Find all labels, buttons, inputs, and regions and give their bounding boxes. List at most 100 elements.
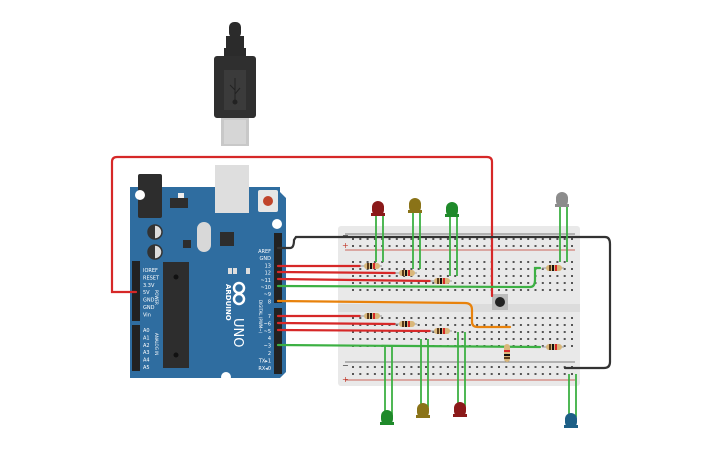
breadboard-hole — [425, 238, 427, 240]
breadboard-hole — [395, 261, 398, 263]
led-bottom-blue[interactable] — [564, 374, 578, 428]
breadboard-hole — [366, 282, 369, 284]
breadboard-hole — [388, 238, 391, 240]
breadboard-hole — [352, 268, 354, 270]
wire-5 — [276, 328, 432, 333]
digital-header-high — [274, 233, 282, 303]
breadboard-hole — [454, 275, 457, 277]
led-bottom-yellow[interactable] — [416, 339, 430, 418]
led-bottom-green[interactable] — [380, 346, 394, 425]
breadboard-hole — [395, 324, 398, 326]
breadboard-hole — [461, 275, 464, 277]
breadboard-hole — [417, 245, 420, 247]
breadboard-hole — [388, 338, 391, 340]
breadboard-hole — [403, 238, 406, 240]
breadboard-hole — [454, 338, 457, 340]
breadboard-hole — [461, 338, 464, 340]
breadboard-hole — [454, 373, 457, 375]
breadboard-hole — [519, 289, 522, 291]
breadboard-hole — [519, 366, 522, 368]
breadboard[interactable]: − + − + — [338, 226, 580, 386]
breadboard-hole — [556, 289, 559, 291]
breadboard-hole — [527, 317, 530, 319]
breadboard-hole — [432, 289, 435, 291]
breadboard-hole — [534, 338, 537, 340]
breadboard-hole — [483, 238, 486, 240]
breadboard-hole — [468, 331, 471, 333]
breadboard-hole — [571, 289, 573, 291]
digital-section-label: DIGITAL (PWM~) — [258, 300, 263, 334]
led-top-green[interactable] — [445, 202, 459, 276]
led-bottom-red[interactable] — [453, 332, 467, 417]
breadboard-hole — [446, 245, 449, 247]
breadboard-hole — [505, 324, 508, 326]
breadboard-hole — [352, 324, 354, 326]
breadboard-hole — [359, 245, 362, 247]
breadboard-hole — [468, 261, 471, 263]
breadboard-hole — [439, 338, 442, 340]
breadboard-hole — [417, 275, 420, 277]
breadboard-hole — [446, 338, 449, 340]
arduino-logo-icon — [232, 281, 246, 306]
resistor[interactable] — [542, 344, 564, 350]
resistor[interactable] — [430, 278, 452, 284]
breadboard-hole — [505, 261, 508, 263]
resistor[interactable] — [360, 263, 382, 269]
breadboard-hole — [571, 275, 573, 277]
breadboard-hole — [359, 275, 362, 277]
led-top-yellow[interactable] — [408, 198, 422, 269]
breadboard-hole — [541, 317, 544, 319]
breadboard-hole — [519, 317, 522, 319]
resistor[interactable] — [542, 265, 564, 271]
breadboard-hole — [461, 261, 464, 263]
resistor[interactable] — [395, 270, 417, 276]
wire-5v — [110, 155, 494, 298]
led-top-white[interactable] — [555, 192, 569, 262]
resistor-vertical[interactable] — [504, 344, 510, 362]
breadboard-hole — [534, 261, 537, 263]
breadboard-hole — [381, 317, 384, 319]
arduino-uno-board[interactable]: ARDUINO UNO DIGITAL (PWM~) POWER ANALOG … — [130, 165, 286, 382]
breadboard-hole — [490, 317, 493, 319]
breadboard-hole — [381, 289, 384, 291]
breadboard-hole — [512, 282, 515, 284]
breadboard-hole — [549, 373, 552, 375]
breadboard-hole — [446, 289, 449, 291]
breadboard-hole — [534, 324, 537, 326]
breadboard-hole — [571, 324, 573, 326]
breadboard-hole — [571, 245, 573, 247]
breadboard-hole — [476, 275, 479, 277]
breadboard-hole — [454, 238, 457, 240]
breadboard-hole — [446, 268, 449, 270]
led-top-red[interactable] — [371, 201, 385, 262]
breadboard-hole — [403, 331, 406, 333]
breadboard-hole — [388, 373, 391, 375]
breadboard-hole — [556, 261, 559, 263]
breadboard-hole — [432, 331, 435, 333]
breadboard-hole — [549, 261, 552, 263]
breadboard-hole — [534, 366, 537, 368]
breadboard-hole — [410, 268, 413, 270]
digital-pin-label: ~10 — [260, 285, 271, 291]
breadboard-hole — [373, 331, 376, 333]
breadboard-hole — [468, 338, 471, 340]
breadboard-hole — [571, 268, 573, 270]
breadboard-hole — [425, 324, 427, 326]
usb-cable[interactable] — [214, 22, 256, 146]
breadboard-hole — [381, 324, 384, 326]
breadboard-hole — [403, 245, 406, 247]
breadboard-hole — [476, 245, 479, 247]
breadboard-hole — [563, 245, 566, 247]
breadboard-hole — [556, 324, 559, 326]
breadboard-hole — [483, 268, 486, 270]
wire-3 — [276, 343, 542, 349]
breadboard-hole — [417, 268, 420, 270]
resistor[interactable] — [430, 328, 452, 334]
breadboard-hole — [571, 338, 573, 340]
resistor[interactable] — [360, 313, 382, 319]
resistor[interactable] — [395, 321, 417, 327]
breadboard-hole — [425, 261, 427, 263]
breadboard-hole — [366, 261, 369, 263]
breadboard-hole — [498, 317, 500, 319]
breadboard-hole — [571, 238, 573, 240]
